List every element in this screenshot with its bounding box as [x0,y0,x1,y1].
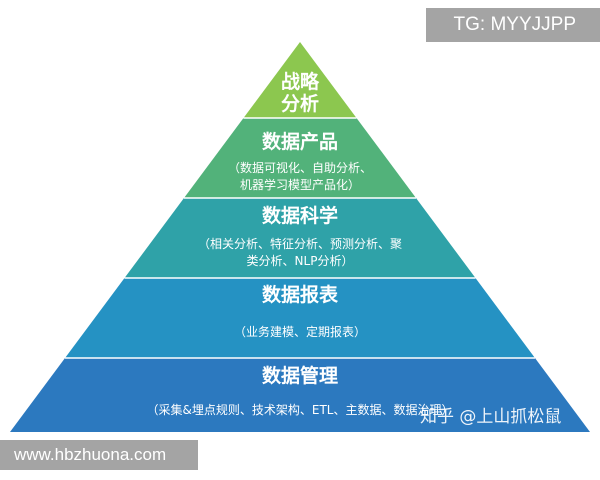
tg-watermark: TG: MYYJJPP [425,8,600,42]
pyramid-level-2 [184,118,416,198]
level-3-title: 数据科学 [262,204,338,227]
pyramid-level-4 [65,278,535,358]
level-1-title: 分析 [281,92,319,115]
level-4-description: （业务建模、定期报表） [234,324,366,339]
level-1-title: 战略 [281,70,320,93]
level-3-description: （相关分析、特征分析、预测分析、聚 [198,236,402,251]
pyramid-level-3 [124,198,476,278]
pyramid-level-5 [10,358,590,432]
zhihu-watermark: 知乎 @上山抓松鼠 [420,407,562,427]
level-2-description: （数据可视化、自助分析、 [228,160,372,175]
level-2-description: 机器学习模型产品化） [240,177,360,192]
level-4-title: 数据报表 [262,283,339,306]
url-watermark: www.hbzhuona.com [0,440,198,470]
level-5-title: 数据管理 [262,364,338,387]
level-2-title: 数据产品 [262,130,338,153]
level-5-description: （采集&埋点规则、技术架构、ETL、主数据、数据治理） [147,402,454,417]
pyramid-level-1 [243,42,357,118]
level-3-description: 类分析、NLP分析） [247,254,354,268]
